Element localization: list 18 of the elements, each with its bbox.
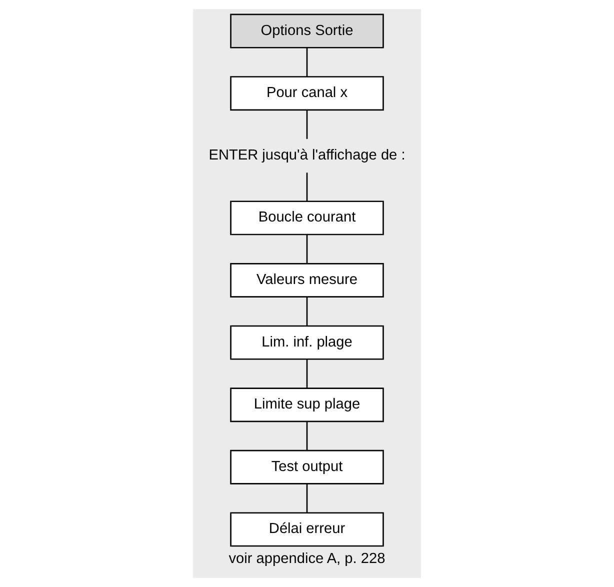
node-box: Limite sup plage: [230, 388, 384, 422]
connector: [306, 422, 308, 450]
connector: [306, 484, 308, 513]
node-box: Test output: [230, 450, 384, 484]
node-box: Boucle courant: [230, 200, 384, 236]
connector: [306, 234, 308, 264]
node-text: ENTER jusqu'à l'affichage de :: [208, 147, 406, 164]
connector: [306, 172, 308, 202]
node-box: Lim. inf. plage: [230, 325, 384, 360]
node-box: Délai erreur: [230, 512, 384, 547]
connector: [306, 110, 308, 139]
connector: [306, 360, 308, 388]
node-box: Valeurs mesure: [230, 263, 384, 298]
caption: voir appendice A, p. 228: [228, 550, 386, 567]
connector: [306, 48, 308, 77]
connector: [306, 297, 308, 326]
node-box: Pour canal x: [230, 76, 384, 111]
node-box: Options Sortie: [230, 14, 384, 48]
